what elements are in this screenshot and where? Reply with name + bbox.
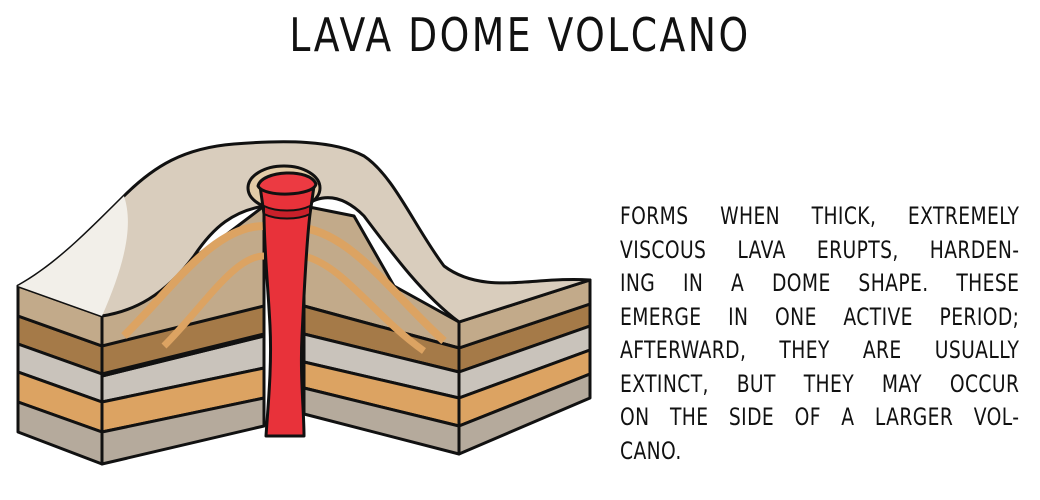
description-line: ING IN A DOME SHAPE. THESE bbox=[620, 269, 1020, 297]
description-line: VISCOUS LAVA ERUPTS, HARDEN- bbox=[620, 235, 1020, 264]
left-block-strata bbox=[16, 284, 104, 466]
description-line: CANO. bbox=[620, 436, 682, 465]
description-line: ON THE SIDE OF A LARGER VOL- bbox=[620, 403, 1020, 431]
page-title: LAVA DOME VOLCANO bbox=[289, 8, 751, 62]
volcano-description: FORMS WHEN THICK, EXTREMELY VISCOUS LAVA… bbox=[620, 200, 1020, 468]
description-line: EXTINCT, BUT THEY MAY OCCUR bbox=[620, 369, 1020, 398]
description-line: EMERGE IN ONE ACTIVE PERIOD; bbox=[620, 302, 1020, 331]
description-line: FORMS WHEN THICK, EXTREMELY bbox=[620, 202, 1020, 230]
lava-dome-volcano-illustration bbox=[16, 140, 592, 466]
description-line: AFTERWARD, THEY ARE USUALLY bbox=[620, 336, 1020, 364]
